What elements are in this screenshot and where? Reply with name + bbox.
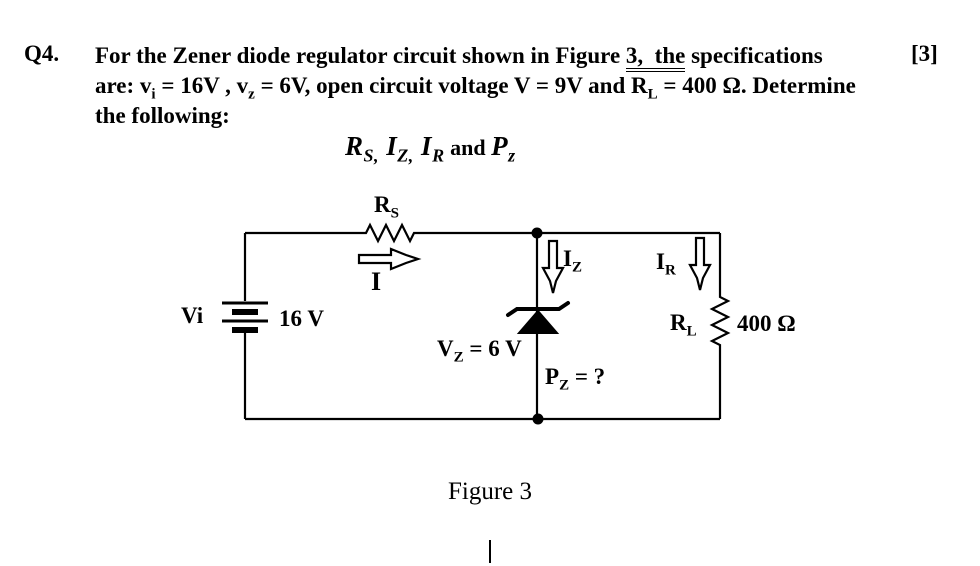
rs-label-base: R: [374, 192, 391, 217]
line2-sub-z: z: [248, 86, 255, 103]
rs-label: RS: [374, 192, 399, 221]
pz-label-sub: Z: [559, 377, 570, 394]
question-line-1: For the Zener diode regulator circuit sh…: [95, 41, 915, 72]
question-number: Q4.: [24, 41, 60, 66]
vz-label-sub: Z: [453, 349, 464, 366]
math-and-word: and: [444, 135, 492, 160]
line1-post: specifications: [685, 43, 823, 68]
pz-label: PZ = ?: [545, 364, 606, 393]
line2-seg3: = 6V, open circuit voltage V = 9V and R: [254, 73, 648, 98]
math-pz-sub: z: [508, 145, 516, 166]
ir-label-sub: R: [664, 262, 676, 279]
top-node-dot: [531, 227, 543, 239]
math-pz-base: P: [491, 131, 509, 161]
line2-seg1: are: v: [95, 73, 152, 98]
source-value-label: 16 V: [279, 306, 324, 331]
battery-symbol: [222, 301, 268, 333]
zener-cathode-bar: [506, 301, 570, 317]
iz-label-base: I: [563, 246, 572, 271]
circuit-wires: [243, 222, 731, 421]
battery-long-plates: [222, 301, 268, 323]
vz-label-value: = 6 V: [463, 336, 522, 361]
battery-short-plate-1: [232, 309, 258, 315]
line2-seg2: = 16V , v: [155, 73, 249, 98]
bottom-node-dot: [532, 413, 544, 425]
current-arrows: [357, 236, 712, 294]
vz-label: VZ = 6 V: [437, 336, 522, 365]
math-iz-sub: Z,: [397, 145, 414, 166]
line2-seg4: = 400 Ω. Determine: [657, 73, 856, 98]
pz-label-value: = ?: [569, 364, 606, 389]
rs-label-sub: S: [390, 205, 399, 222]
top-wire-rs-resistor: [245, 222, 720, 244]
pz-label-base: P: [545, 364, 560, 389]
current-iz-arrow: [541, 239, 565, 294]
iz-label: IZ: [563, 246, 582, 275]
line2-sub-i: i: [151, 86, 156, 103]
battery-short-plate-2: [232, 327, 258, 333]
text-cursor: [489, 540, 491, 563]
current-i-arrow: [357, 247, 422, 271]
zener-diode-symbol: [506, 301, 570, 334]
line1-pre: For the Zener diode regulator circuit sh…: [95, 43, 626, 68]
question-text: For the Zener diode regulator circuit sh…: [95, 41, 915, 131]
current-ir-arrow: [688, 236, 712, 291]
rl-value-label: 400 Ω: [737, 311, 796, 336]
current-i-label: I: [371, 267, 382, 296]
math-ir-base: I: [421, 131, 433, 161]
figure-caption: Figure 3: [448, 478, 533, 505]
ir-label: IR: [656, 249, 676, 278]
question-line-3: the following:: [95, 103, 230, 128]
zener-anode-triangle: [516, 309, 560, 334]
math-rs-base: R: [345, 131, 364, 161]
math-ir-sub: R: [432, 145, 445, 166]
rl-label-base: R: [670, 310, 687, 335]
math-iz-base: I: [386, 131, 398, 161]
quantities-to-find: RS, IZ, IR and Pz: [345, 131, 516, 166]
right-wire-rl-resistor: [709, 233, 731, 419]
line1-underlined-text: 3, the: [625, 43, 686, 72]
vi-label: Vi: [181, 303, 204, 328]
marks-badge: [3]: [911, 41, 938, 66]
vz-label-base: V: [437, 336, 454, 361]
rl-label: RL: [670, 310, 697, 339]
rl-label-sub: L: [686, 323, 697, 340]
question-line-2: are: vi = 16V , vz = 6V, open circuit vo…: [95, 71, 915, 103]
iz-label-sub: Z: [571, 259, 582, 276]
line2-sub-l: L: [647, 86, 658, 103]
ir-label-base: I: [656, 249, 665, 274]
math-rs-sub: S,: [363, 145, 380, 166]
